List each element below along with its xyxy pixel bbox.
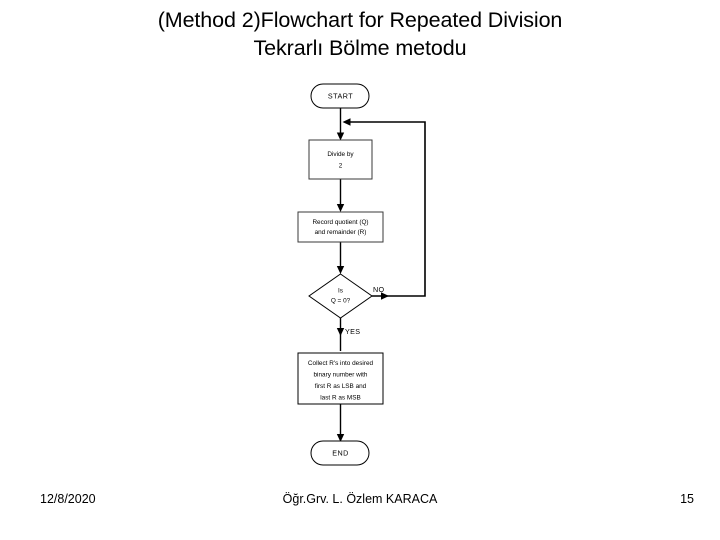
decision-label-line-1: Is	[338, 288, 343, 295]
divide-label-line-2: 2	[339, 163, 343, 170]
divide-process-shape	[308, 139, 373, 180]
end-label: END	[332, 448, 349, 457]
flowchart-node-record[interactable]: Record quotient (Q) and remainder (R)	[297, 211, 384, 243]
collect-label-line-1: Collect R's into desired	[308, 360, 374, 367]
collect-label-line-4: last R as MSB	[320, 395, 361, 402]
footer-date: 12/8/2020	[40, 492, 96, 506]
flowchart-node-end[interactable]: END	[310, 440, 370, 466]
footer-author: Öğr.Grv. L. Özlem KARACA	[282, 492, 438, 506]
record-process-shape	[297, 211, 384, 243]
arrowhead-to-decision	[336, 266, 345, 274]
collect-process-shape	[297, 352, 384, 405]
flowchart-node-divide[interactable]: Divide by 2	[308, 139, 373, 180]
arrowhead-to-end	[336, 434, 345, 442]
branch-label-no: NO	[373, 285, 384, 294]
page-title: (Method 2)Flowchart for Repeated Divisio…	[40, 6, 680, 62]
start-terminator-shape	[310, 83, 370, 109]
connector-no-feedback-loop	[346, 121, 426, 297]
arrowhead-to-record	[336, 204, 345, 212]
collect-label-line-3: first R as LSB and	[315, 383, 367, 390]
decision-diamond-shape	[308, 273, 373, 319]
arrowhead-yes-branch	[336, 328, 345, 336]
branch-label-yes: YES	[345, 327, 360, 336]
flowchart-node-start[interactable]: START	[310, 83, 370, 109]
end-terminator-shape	[310, 440, 370, 466]
start-label: START	[328, 91, 353, 100]
page-title-line-2: Tekrarlı Bölme metodu	[253, 36, 467, 60]
divide-label-line-1: Divide by	[327, 151, 354, 158]
collect-label-line-2: binary number with	[314, 372, 368, 379]
record-label-line-1: Record quotient (Q)	[312, 219, 368, 226]
footer-page-number: 15	[680, 492, 694, 506]
arrowhead-loop-return	[342, 118, 351, 126]
page-title-line-1: (Method 2)Flowchart for Repeated Divisio…	[157, 8, 563, 32]
flowchart-node-collect[interactable]: Collect R's into desired binary number w…	[297, 352, 384, 405]
slide-footer: 12/8/2020 Öğr.Grv. L. Özlem KARACA 15	[0, 492, 720, 516]
flowchart-node-decision[interactable]: Is Q = 0?	[308, 273, 373, 319]
arrowhead-no-branch	[381, 292, 389, 300]
arrowhead-to-divide	[336, 132, 345, 141]
record-label-line-2: and remainder (R)	[315, 229, 367, 236]
decision-label-line-2: Q = 0?	[331, 298, 351, 305]
